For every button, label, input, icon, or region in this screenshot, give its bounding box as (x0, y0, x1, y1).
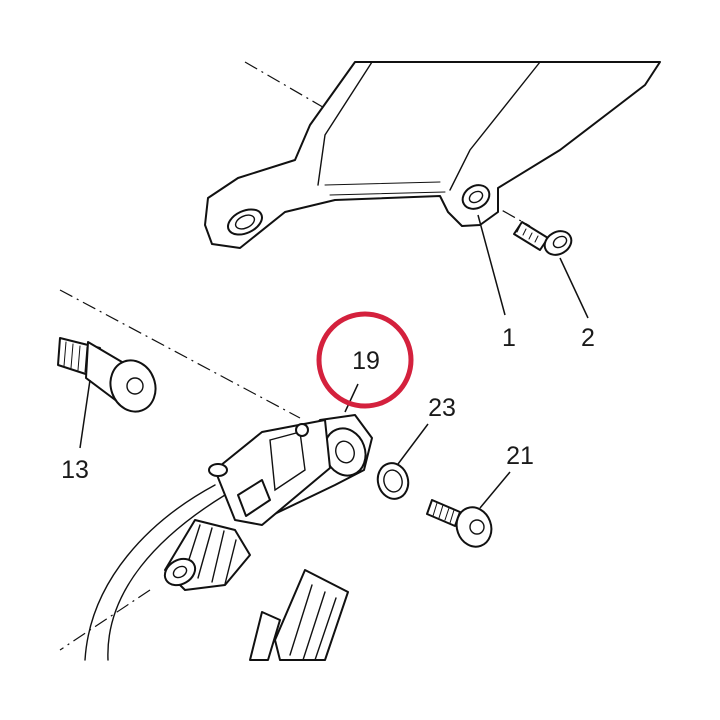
bracket-edge (324, 181, 441, 186)
bracket-arm (204, 61, 661, 249)
leader-19 (344, 383, 359, 413)
plug-body (274, 569, 349, 661)
axis-line-cable (59, 589, 151, 651)
sensor-connector-ribs (184, 524, 237, 585)
leader-23 (397, 423, 429, 465)
screw-13-torx-icon (126, 377, 144, 395)
bracket-eye-right-hole (468, 190, 484, 204)
callout-19: 19 (352, 347, 380, 375)
sensor-clip (237, 479, 271, 517)
bracket-edge-2 (329, 191, 446, 196)
callout-23: 23 (428, 394, 456, 422)
bolt-21-head (455, 506, 493, 548)
sensor-mount-hole (335, 440, 355, 464)
screw-13-thread (63, 341, 88, 373)
sensor-connector-end (163, 557, 197, 587)
washer-23-outer (376, 462, 410, 500)
bolt-2-socket-icon (552, 235, 568, 249)
bolt-part-21 (426, 499, 493, 548)
plug-ribs (289, 584, 337, 661)
leader-2 (559, 257, 589, 319)
bracket-eye-right (461, 184, 491, 210)
bolt-2-head (543, 230, 573, 256)
bracket-rib-left (317, 61, 373, 186)
axis-line-lower (59, 289, 301, 419)
bolt-21-torx-icon (469, 519, 485, 535)
bracket-body (204, 61, 661, 249)
sensor-connector-pin (172, 565, 188, 579)
sensor-tab (208, 463, 228, 477)
sensor-cable-inner (107, 494, 226, 661)
plug-connector (249, 569, 349, 661)
callout-2: 2 (581, 324, 595, 352)
highlight-circle (316, 311, 414, 409)
sensor-cable-outer (84, 484, 216, 661)
bolt-part-2 (513, 221, 573, 256)
bracket-rib-right (449, 61, 541, 191)
leader-13 (79, 379, 91, 449)
bracket-eye-left-hole (234, 214, 256, 230)
leader-1 (477, 214, 506, 316)
screw-part-13 (57, 337, 157, 413)
leader-21 (479, 471, 511, 509)
callout-1: 1 (502, 324, 516, 352)
washer-23-inner (383, 469, 403, 493)
sensor-assembly (84, 414, 373, 661)
bolt-21-thread (432, 502, 455, 524)
bolt-2-thread (516, 225, 539, 243)
sensor-housing (214, 419, 331, 526)
bracket-eye-left (227, 208, 263, 236)
callout-13: 13 (61, 456, 89, 484)
plug-latch (249, 611, 281, 661)
sensor-screw-icon (295, 423, 309, 437)
washer-part-23 (376, 462, 410, 500)
bolt-21-shank (426, 499, 461, 527)
callout-21: 21 (506, 442, 534, 470)
sensor-housing-window (269, 431, 306, 492)
screw-13-head (109, 359, 157, 413)
